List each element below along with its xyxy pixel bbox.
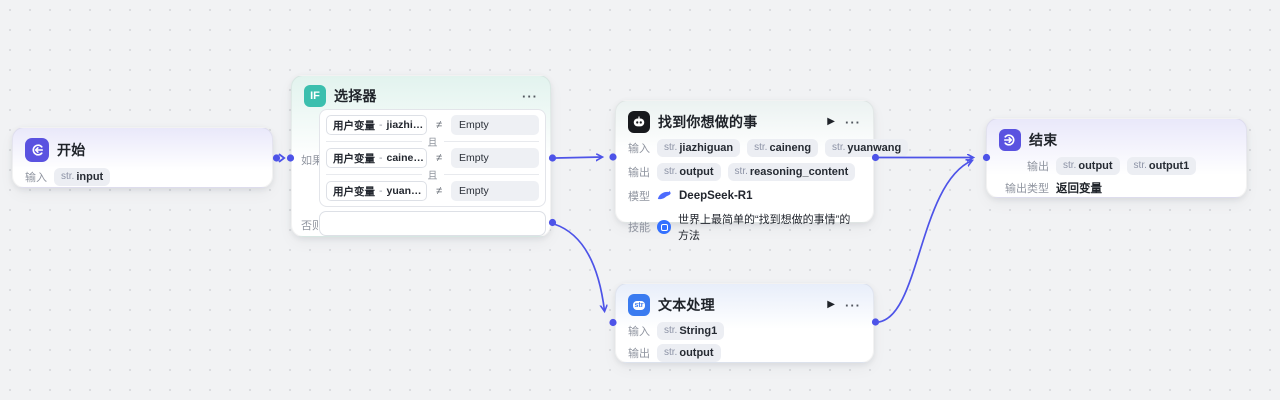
edge-selector-else-text[interactable] [553, 223, 605, 311]
condition-variable[interactable]: 用户变量 - caine… [326, 148, 427, 168]
skill-plugin-icon [657, 220, 671, 234]
more-menu-button[interactable]: ··· [522, 88, 538, 104]
text-process-icon: str [628, 294, 650, 316]
node-title: 文本处理 [658, 297, 715, 313]
variable-tag[interactable]: str. yuanwang [825, 139, 909, 157]
output-label: 输出 [1027, 161, 1049, 173]
output-type-label: 输出类型 [1005, 183, 1049, 195]
condition-value[interactable]: Empty [451, 148, 539, 168]
node-text-process[interactable]: str 文本处理 ▶ ··· 输入 str. String1 输出 str. o… [615, 283, 874, 363]
more-menu-button[interactable]: ··· [845, 114, 861, 130]
variable-tag[interactable]: str. output1 [1126, 157, 1197, 175]
end-icon [999, 129, 1021, 151]
skill-label: 技能 [628, 222, 650, 234]
edge-selector-if-llm[interactable] [555, 157, 602, 158]
more-menu-button[interactable]: ··· [845, 297, 861, 313]
variable-tag[interactable]: str. input [54, 168, 111, 186]
condition-group: 用户变量 - jiazhi… ≠ Empty 且 用户变量 - caine… ≠… [319, 109, 546, 207]
condition-variable[interactable]: 用户变量 - yuan… [326, 181, 427, 201]
condition-value[interactable]: Empty [451, 115, 539, 135]
else-branch-label: 否则 [301, 220, 323, 232]
condition-row[interactable]: 用户变量 - caine… ≠ Empty [326, 148, 539, 168]
and-separator: 且 [326, 135, 539, 149]
input-label: 输入 [25, 172, 47, 184]
skill-name: 世界上最简单的“找到想做的事情”的方法 [678, 214, 851, 242]
variable-tag[interactable]: str. String1 [657, 322, 725, 340]
not-equal-operator: ≠ [435, 119, 443, 131]
node-title: 开始 [57, 142, 86, 158]
start-icon [25, 138, 49, 162]
if-branch-label: 如果 [301, 155, 323, 167]
not-equal-operator: ≠ [435, 185, 443, 197]
node-end[interactable]: 结束 输出 str. output str. output1 输出类型 返回变量 [986, 118, 1247, 198]
deepseek-whale-icon [657, 190, 672, 203]
variable-tag[interactable]: str. reasoning_content [727, 163, 856, 181]
edge-start-selector[interactable] [278, 153, 286, 163]
node-start[interactable]: 开始 输入 str. input [12, 127, 273, 188]
if-icon: IF [304, 85, 326, 107]
node-llm[interactable]: 找到你想做的事 ▶ ··· 输入 str. jiazhiguan str. ca… [615, 100, 909, 242]
node-title: 选择器 [334, 88, 377, 104]
condition-value[interactable]: Empty [451, 181, 539, 201]
condition-row[interactable]: 用户变量 - yuan… ≠ Empty [326, 181, 539, 201]
not-equal-operator: ≠ [435, 152, 443, 164]
node-title: 找到你想做的事 [658, 114, 758, 130]
output-type-value: 返回变量 [1056, 183, 1102, 195]
variable-tag[interactable]: str. jiazhiguan [657, 139, 741, 157]
condition-variable[interactable]: 用户变量 - jiazhi… [326, 115, 427, 135]
run-node-button[interactable]: ▶ [827, 116, 835, 127]
output-label: 输出 [628, 167, 650, 179]
node-selector[interactable]: IF 选择器 ··· 如果 否则 用户变量 - jiazhi… ≠ Empty … [291, 75, 551, 237]
variable-tag[interactable]: str. output [657, 163, 721, 181]
input-label: 输入 [628, 143, 650, 155]
llm-robot-icon [628, 111, 650, 133]
run-node-button[interactable]: ▶ [827, 299, 835, 310]
and-separator: 且 [326, 168, 539, 182]
model-name: DeepSeek-R1 [679, 190, 753, 202]
variable-tag[interactable]: str. output [1056, 157, 1120, 175]
condition-row[interactable]: 用户变量 - jiazhi… ≠ Empty [326, 115, 539, 135]
variable-tag[interactable]: str. caineng [747, 139, 819, 157]
model-label: 模型 [628, 191, 650, 203]
node-title: 结束 [1029, 132, 1058, 148]
port-start-out[interactable] [272, 154, 281, 162]
variable-tag[interactable]: str. output [657, 344, 721, 362]
edge-text-end[interactable] [878, 161, 972, 323]
type-prefix: str. [61, 171, 75, 182]
else-branch-box[interactable] [319, 211, 546, 236]
input-label: 输入 [628, 326, 650, 338]
output-label: 输出 [628, 348, 650, 360]
